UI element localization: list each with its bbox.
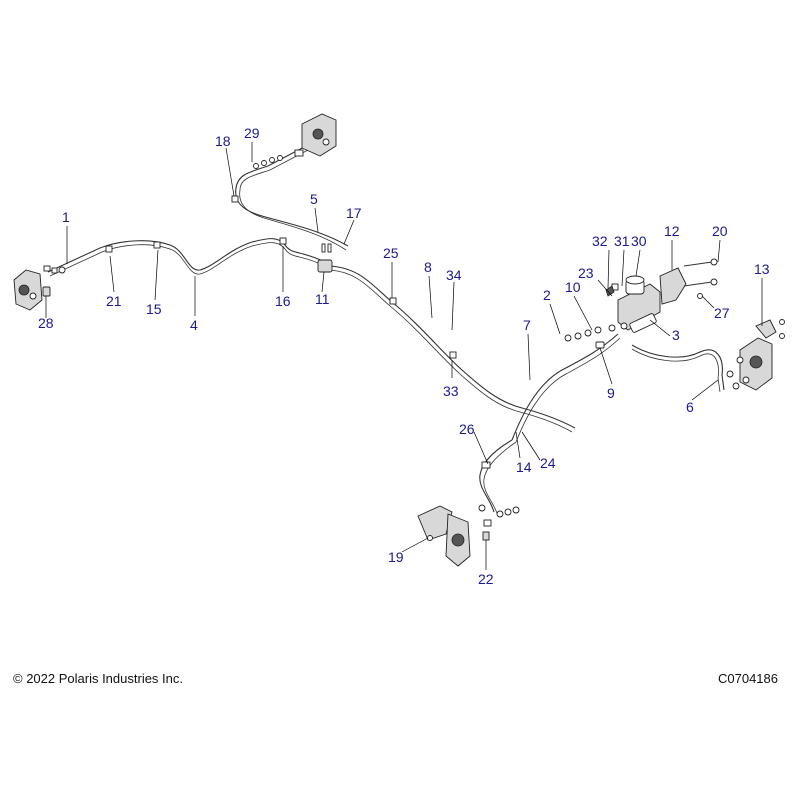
callout-32: 32 (592, 233, 608, 249)
callout-6: 6 (686, 399, 694, 415)
washers-10 (564, 322, 628, 349)
clip-33 (449, 351, 457, 359)
callout-12: 12 (664, 223, 680, 239)
callout-10: 10 (565, 279, 581, 295)
brake-lines (47, 145, 725, 517)
caliper-rear (417, 505, 471, 567)
clip-15 (153, 241, 161, 249)
callout-13: 13 (754, 261, 770, 277)
callout-8: 8 (424, 259, 432, 275)
callout-1: 1 (62, 209, 70, 225)
fittings-29 (253, 149, 304, 169)
callout-15: 15 (146, 301, 162, 317)
callout-26: 26 (459, 421, 475, 437)
brake-line-14 (479, 439, 513, 513)
callout-27: 27 (714, 305, 730, 321)
bolts-20 (683, 258, 718, 299)
fittings-right (726, 319, 785, 390)
brake-line-5 (235, 145, 349, 247)
master-cylinder-3 (617, 275, 661, 333)
fittings-1 (43, 265, 66, 274)
callout-33: 33 (443, 383, 459, 399)
brake-parts (13, 113, 785, 567)
sensor-32 (605, 285, 615, 297)
callout-18: 18 (215, 133, 231, 149)
callout-20: 20 (712, 223, 728, 239)
callout-2: 2 (543, 287, 551, 303)
callout-4: 4 (190, 317, 198, 333)
callout-30: 30 (631, 233, 647, 249)
caliper-top (301, 113, 337, 157)
clip-26 (481, 461, 491, 469)
callout-17: 17 (346, 205, 362, 221)
callout-19: 19 (388, 549, 404, 565)
callout-3: 3 (672, 327, 680, 343)
callout-28: 28 (38, 315, 54, 331)
brake-line-7 (511, 333, 619, 441)
callout-11: 11 (315, 291, 330, 307)
drawing-number: C0704186 (718, 671, 778, 686)
clip-18 (231, 195, 239, 203)
bracket-12 (659, 267, 687, 305)
callout-5: 5 (310, 191, 318, 207)
copyright-notice: © 2022 Polaris Industries Inc. (13, 671, 183, 686)
callout-34: 34 (446, 267, 462, 283)
callout-16: 16 (275, 293, 291, 309)
junction-block-11 (317, 243, 333, 273)
clip-16 (279, 237, 287, 245)
fittings-rear (427, 504, 520, 541)
callout-25: 25 (383, 245, 399, 261)
leader-lines (45, 142, 763, 570)
brake-line-6 (631, 344, 725, 391)
clip-25 (389, 297, 397, 305)
callout-29: 29 (244, 125, 260, 141)
bleeder-22 (482, 531, 490, 541)
caliper-right (739, 319, 777, 391)
callout-21: 21 (106, 293, 122, 309)
callout-22: 22 (478, 571, 494, 587)
bleeder-28 (42, 286, 51, 297)
callouts: 1 2 3 4 5 6 7 8 9 10 11 12 13 14 15 16 1… (38, 125, 770, 587)
callout-14: 14 (516, 459, 532, 475)
brake-line-8 (329, 265, 576, 429)
brake-line-4 (47, 238, 326, 273)
callout-23: 23 (578, 265, 594, 281)
callout-31: 31 (614, 233, 630, 249)
callout-9: 9 (607, 385, 615, 401)
clip-21 (105, 245, 113, 253)
callout-24: 24 (540, 455, 556, 471)
callout-7: 7 (523, 317, 531, 333)
caliper-front-left (13, 269, 43, 311)
